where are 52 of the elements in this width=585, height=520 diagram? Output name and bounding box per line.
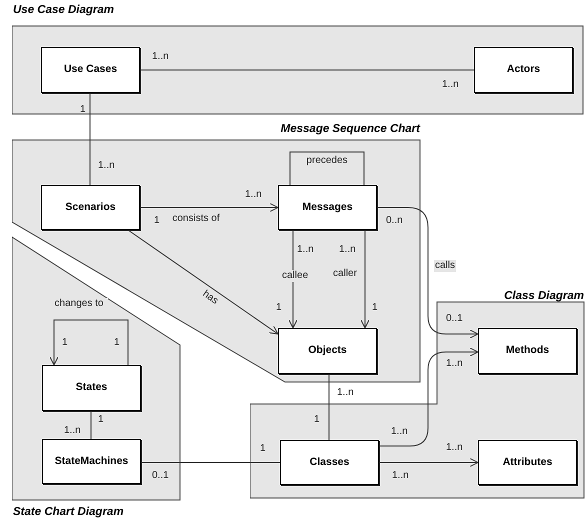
multiplicity-label: 1..n — [446, 358, 463, 370]
multiplicity-label: 1 — [276, 302, 282, 314]
connector — [378, 458, 478, 467]
multiplicity-label: 1..n — [442, 79, 459, 91]
multiplicity-label: 1..n — [152, 51, 169, 63]
multiplicity-label: 1 — [80, 104, 86, 116]
multiplicity-label: 0..1 — [152, 470, 169, 482]
multiplicity-label: 1..n — [392, 470, 409, 482]
multiplicity-label: 0..1 — [446, 313, 463, 325]
multiplicity-label: 1..n — [337, 387, 354, 399]
panel-title: Message Sequence Chart — [280, 124, 420, 136]
panel-title: Class Diagram — [504, 291, 584, 302]
multiplicity-label: 1..n — [245, 189, 262, 201]
panel-title: Use Case Diagram — [13, 5, 114, 16]
multiplicity-label: 1 — [314, 414, 320, 426]
multiplicity-label: 1 — [98, 414, 104, 426]
connector — [378, 348, 478, 446]
multiplicity-label: 1..n — [64, 425, 81, 437]
multiplicity-label: 1..n — [446, 442, 463, 454]
class-box: Attributes — [478, 440, 577, 485]
multiplicity-label: 1..n — [297, 244, 314, 256]
edge-label: callee — [282, 270, 308, 282]
class-box: Classes — [280, 440, 379, 485]
class-box: Actors — [474, 47, 573, 93]
connector — [90, 410, 92, 440]
multiplicity-label: 1..n — [98, 160, 115, 172]
connector — [360, 230, 370, 328]
connector — [50, 320, 128, 366]
class-box: Use Cases — [41, 47, 140, 93]
class-box: Messages — [278, 185, 377, 230]
connector — [128, 230, 278, 334]
multiplicity-label: 1..n — [391, 426, 408, 438]
multiplicity-label: 1 — [62, 337, 68, 349]
connector — [140, 462, 280, 463]
connector — [288, 230, 298, 328]
connector — [290, 152, 364, 186]
multiplicity-label: 1 — [260, 443, 266, 455]
class-box: Objects — [278, 328, 377, 374]
panel-title: State Chart Diagram — [13, 506, 124, 518]
class-box: Methods — [478, 328, 577, 374]
multiplicity-label: 1 — [154, 215, 160, 227]
class-box: States — [42, 365, 141, 411]
class-box: StateMachines — [42, 439, 141, 484]
multiplicity-label: 1 — [372, 302, 378, 314]
class-box: Scenarios — [41, 185, 140, 230]
multiplicity-label: 1..n — [339, 244, 356, 256]
connector — [328, 374, 330, 440]
connector — [376, 207, 478, 338]
connector — [140, 203, 278, 212]
multiplicity-label: 0..n — [386, 215, 403, 227]
multiplicity-label: 1 — [114, 337, 120, 349]
edge-label: calls — [434, 260, 456, 272]
